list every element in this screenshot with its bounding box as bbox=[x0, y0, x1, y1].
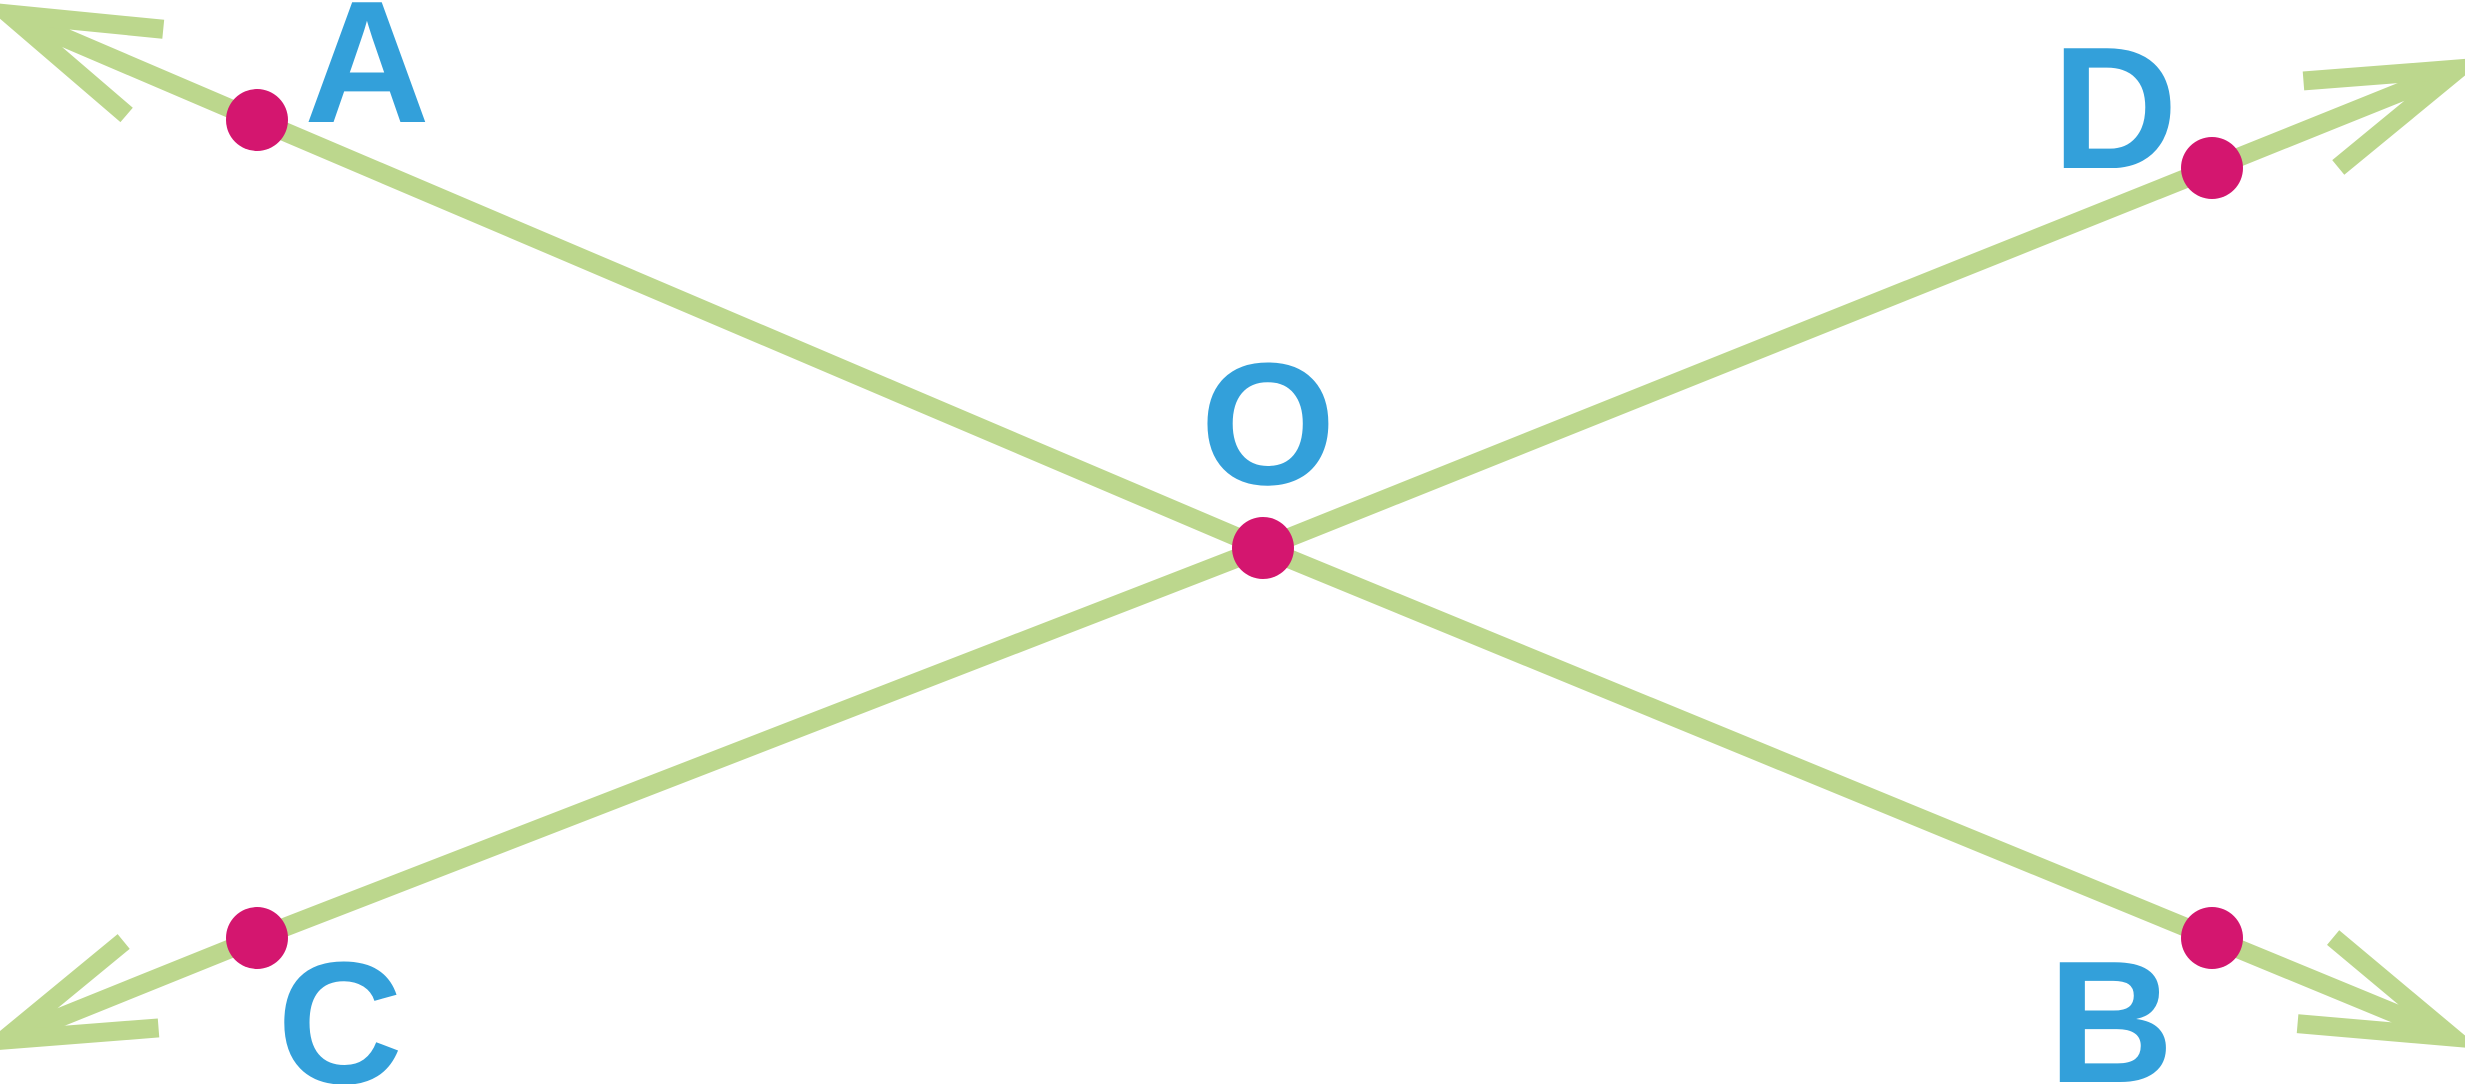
line-COD-arrowhead-start bbox=[0, 934, 160, 1050]
point-O-dot bbox=[1232, 517, 1294, 579]
point-D-label: D bbox=[2052, 10, 2178, 205]
point-C-label: C bbox=[277, 925, 403, 1084]
line-AOB-arrowhead-start bbox=[0, 3, 165, 123]
point-D-dot bbox=[2181, 137, 2243, 199]
point-A-dot bbox=[226, 89, 288, 151]
point-B-dot bbox=[2181, 907, 2243, 969]
line-AOB-arrowhead-end bbox=[2296, 930, 2465, 1048]
point-A-label: A bbox=[304, 0, 430, 159]
point-C-dot bbox=[226, 907, 288, 969]
point-B-label: B bbox=[2048, 924, 2174, 1084]
line-COD-arrowhead-end bbox=[2302, 58, 2465, 175]
point-O-label: O bbox=[1200, 326, 1335, 521]
